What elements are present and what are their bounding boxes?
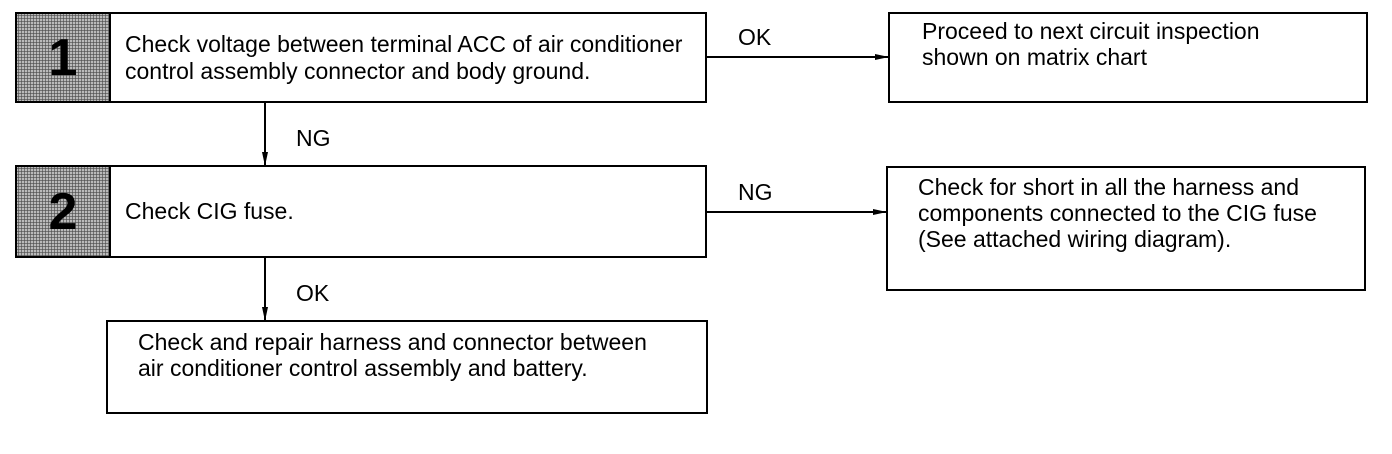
step-2-text: Check CIG fuse. — [125, 198, 294, 224]
label-step2-ok: OK — [296, 280, 330, 306]
label-step1-ng: NG — [296, 125, 331, 151]
repair-box: Check and repair harness and connector b… — [106, 320, 708, 414]
step-1-number: 1 — [17, 14, 111, 101]
step-1-text: Check voltage between terminal ACC of ai… — [125, 30, 683, 84]
step-1-box: 1 Check voltage between terminal ACC of … — [15, 12, 707, 103]
proceed-text: Proceed to next circuit inspection shown… — [922, 18, 1260, 70]
step-2-box: 2 Check CIG fuse. — [15, 165, 707, 258]
label-step1-ok: OK — [738, 24, 772, 50]
label-step2-ng: NG — [738, 179, 773, 205]
proceed-box: Proceed to next circuit inspection shown… — [888, 12, 1368, 103]
step-2-number: 2 — [17, 167, 111, 256]
short-check-text: Check for short in all the harness and c… — [918, 174, 1317, 252]
repair-text: Check and repair harness and connector b… — [138, 329, 647, 381]
short-check-box: Check for short in all the harness and c… — [886, 166, 1366, 291]
